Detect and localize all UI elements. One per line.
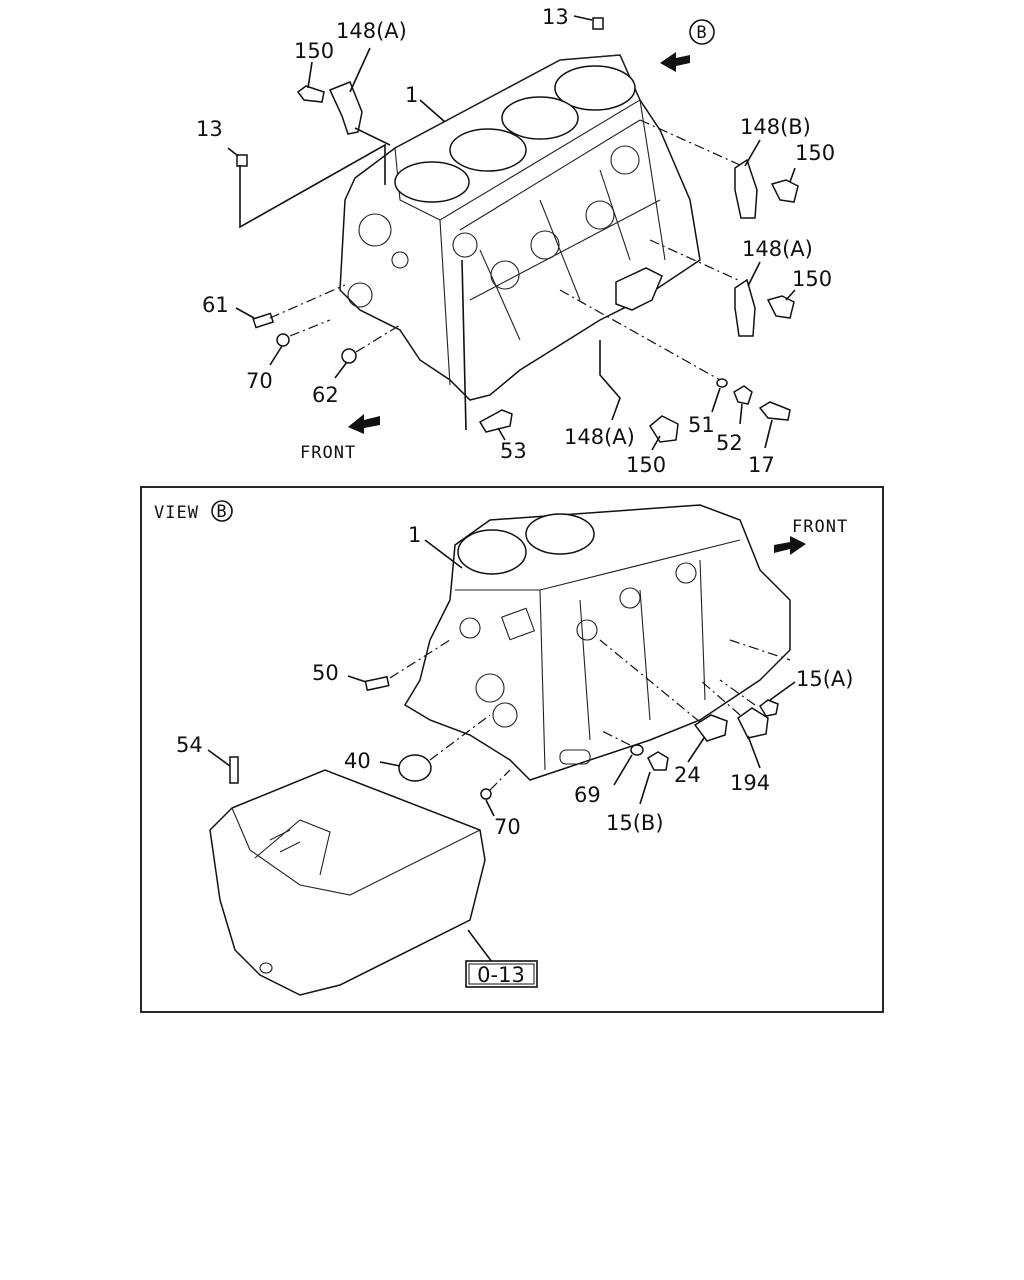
ref-box-0-13: 0-13	[465, 960, 538, 988]
view-b-frame	[140, 486, 884, 1013]
callout-24: 24	[674, 763, 701, 787]
engine-block-view-b	[403, 504, 791, 781]
callout-148b-right: 148(B)	[740, 115, 811, 139]
callout-1-top: 1	[405, 83, 418, 107]
callout-53: 53	[500, 439, 527, 463]
callout-52: 52	[716, 431, 743, 455]
view-b-title-text: VIEW	[154, 503, 199, 523]
callout-17: 17	[748, 453, 775, 477]
leaders-top	[227, 15, 796, 451]
leaders-view-b	[207, 539, 796, 963]
callout-148a-bottom: 148(A)	[564, 425, 635, 449]
callout-150-right-b: 150	[795, 141, 835, 165]
callout-70-view-b: 70	[494, 815, 521, 839]
callout-150-top: 150	[294, 39, 334, 63]
callout-15b: 15(B)	[606, 811, 664, 835]
callout-13-left: 13	[196, 117, 223, 141]
ref-box-label: 0-13	[477, 963, 525, 987]
callout-51: 51	[688, 413, 715, 437]
callout-50: 50	[312, 661, 339, 685]
callout-54: 54	[176, 733, 203, 757]
callout-62: 62	[312, 383, 339, 407]
front-label-top: FRONT	[300, 443, 356, 463]
callout-15a: 15(A)	[796, 667, 853, 691]
arrow-b-label: B	[696, 23, 707, 43]
callout-69: 69	[574, 783, 601, 807]
callouts-top: 1 13 13 148(A) 150 148(B) 150 148(A) 150…	[196, 5, 835, 477]
callout-194: 194	[730, 771, 770, 795]
arrow-b-indicator: B	[660, 19, 715, 72]
callout-1-view-b: 1	[408, 523, 421, 547]
front-label-view-b: FRONT	[792, 517, 848, 537]
callout-150-bottom: 150	[626, 453, 666, 477]
callout-148a-right: 148(A)	[742, 237, 813, 261]
front-arrow-top: FRONT	[300, 414, 380, 463]
view-b-title: VIEW B	[154, 500, 233, 523]
callout-40: 40	[344, 749, 371, 773]
callout-148a-top: 148(A)	[336, 19, 407, 43]
small-parts-view-b	[229, 675, 779, 800]
oil-pan	[209, 769, 486, 996]
engine-block-top	[339, 54, 701, 401]
front-arrow-view-b: FRONT	[774, 517, 848, 555]
callout-13-top: 13	[542, 5, 569, 29]
callout-70-top: 70	[246, 369, 273, 393]
view-b-circle-letter: B	[216, 502, 227, 522]
callout-150-right-a: 150	[792, 267, 832, 291]
callout-61: 61	[202, 293, 229, 317]
callouts-view-b: 1 50 54 40 70 69 15(B) 24 194 15(A)	[176, 523, 853, 839]
